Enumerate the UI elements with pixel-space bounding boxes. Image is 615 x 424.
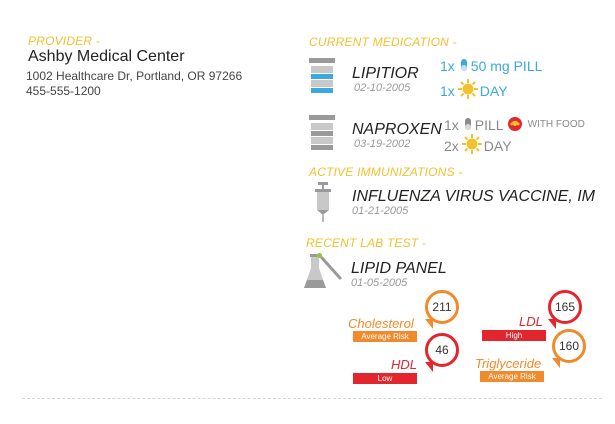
provider-address: 1002 Healthcare Dr, Portland, OR 97266 [26, 69, 243, 83]
medication-dose: 1x PILL WITH FOOD [444, 115, 585, 134]
medication-date: 02-10-2005 [354, 82, 411, 94]
frequency-text: DAY [483, 137, 512, 154]
provider-name: Ashby Medical Center [28, 48, 185, 65]
result-value-bubble: 165 [548, 290, 582, 329]
frequency-text: DAY [479, 82, 508, 99]
result-value-bubble: 160 [552, 329, 586, 368]
result-value: 211 [432, 300, 452, 314]
provider-phone: 455-555-1200 [26, 84, 101, 98]
result-label: LDL [519, 314, 543, 329]
frequency-count: 2x [444, 137, 459, 154]
dose-text: PILL [474, 116, 504, 133]
dose-count: 1x [440, 58, 455, 74]
result-value: 46 [435, 343, 449, 357]
sun-icon [457, 79, 478, 102]
result-label: Triglyceride [475, 356, 542, 371]
result-value: 160 [558, 339, 580, 353]
provider-header: PROVIDER - [28, 34, 101, 48]
pill-bottle-icon [309, 115, 335, 158]
syringe-icon [313, 182, 333, 227]
medication-frequency: 1x DAY [440, 79, 508, 102]
result-risk-tag: Average Risk [480, 371, 544, 382]
immunization-name: INFLUENZA VIRUS VACCINE, IM [352, 188, 595, 205]
current-medication-header: CURRENT MEDICATION - [309, 35, 457, 49]
food-icon [506, 115, 524, 134]
medication-dose: 1x 50 mg PILL [440, 58, 542, 74]
sun-icon [461, 134, 482, 157]
lab-test-name: LIPID PANEL [351, 260, 447, 277]
result-risk-tag: High [482, 330, 546, 341]
medication-date: 03-19-2002 [354, 138, 411, 150]
active-immunizations-header: ACTIVE IMMUNIZATIONS - [309, 165, 463, 179]
dose-count: 1x [444, 116, 459, 133]
medication-note: WITH FOOD [527, 119, 585, 130]
recent-lab-test-header: RECENT LAB TEST - [306, 236, 427, 250]
pill-icon [460, 58, 468, 74]
medication-name: LIPITIOR [352, 65, 419, 82]
result-value-bubble: 211 [425, 290, 459, 329]
immunization-date: 01-21-2005 [352, 205, 409, 217]
frequency-count: 1x [440, 82, 455, 99]
section-divider [22, 398, 602, 399]
result-risk-tag: Average Risk [353, 331, 417, 342]
pill-icon [464, 117, 472, 133]
flask-icon [304, 252, 346, 297]
lab-test-date: 01-05-2005 [351, 277, 408, 289]
result-value: 165 [554, 300, 576, 314]
medication-frequency: 2x DAY [444, 134, 512, 157]
result-label: HDL [391, 357, 418, 372]
pill-bottle-icon [309, 58, 335, 101]
result-value-bubble: 46 [425, 333, 459, 372]
result-risk-tag: Low [353, 373, 417, 384]
dose-text: 50 mg PILL [470, 58, 543, 74]
result-label: Cholesterol [348, 316, 414, 331]
medication-name: NAPROXEN [352, 121, 442, 138]
